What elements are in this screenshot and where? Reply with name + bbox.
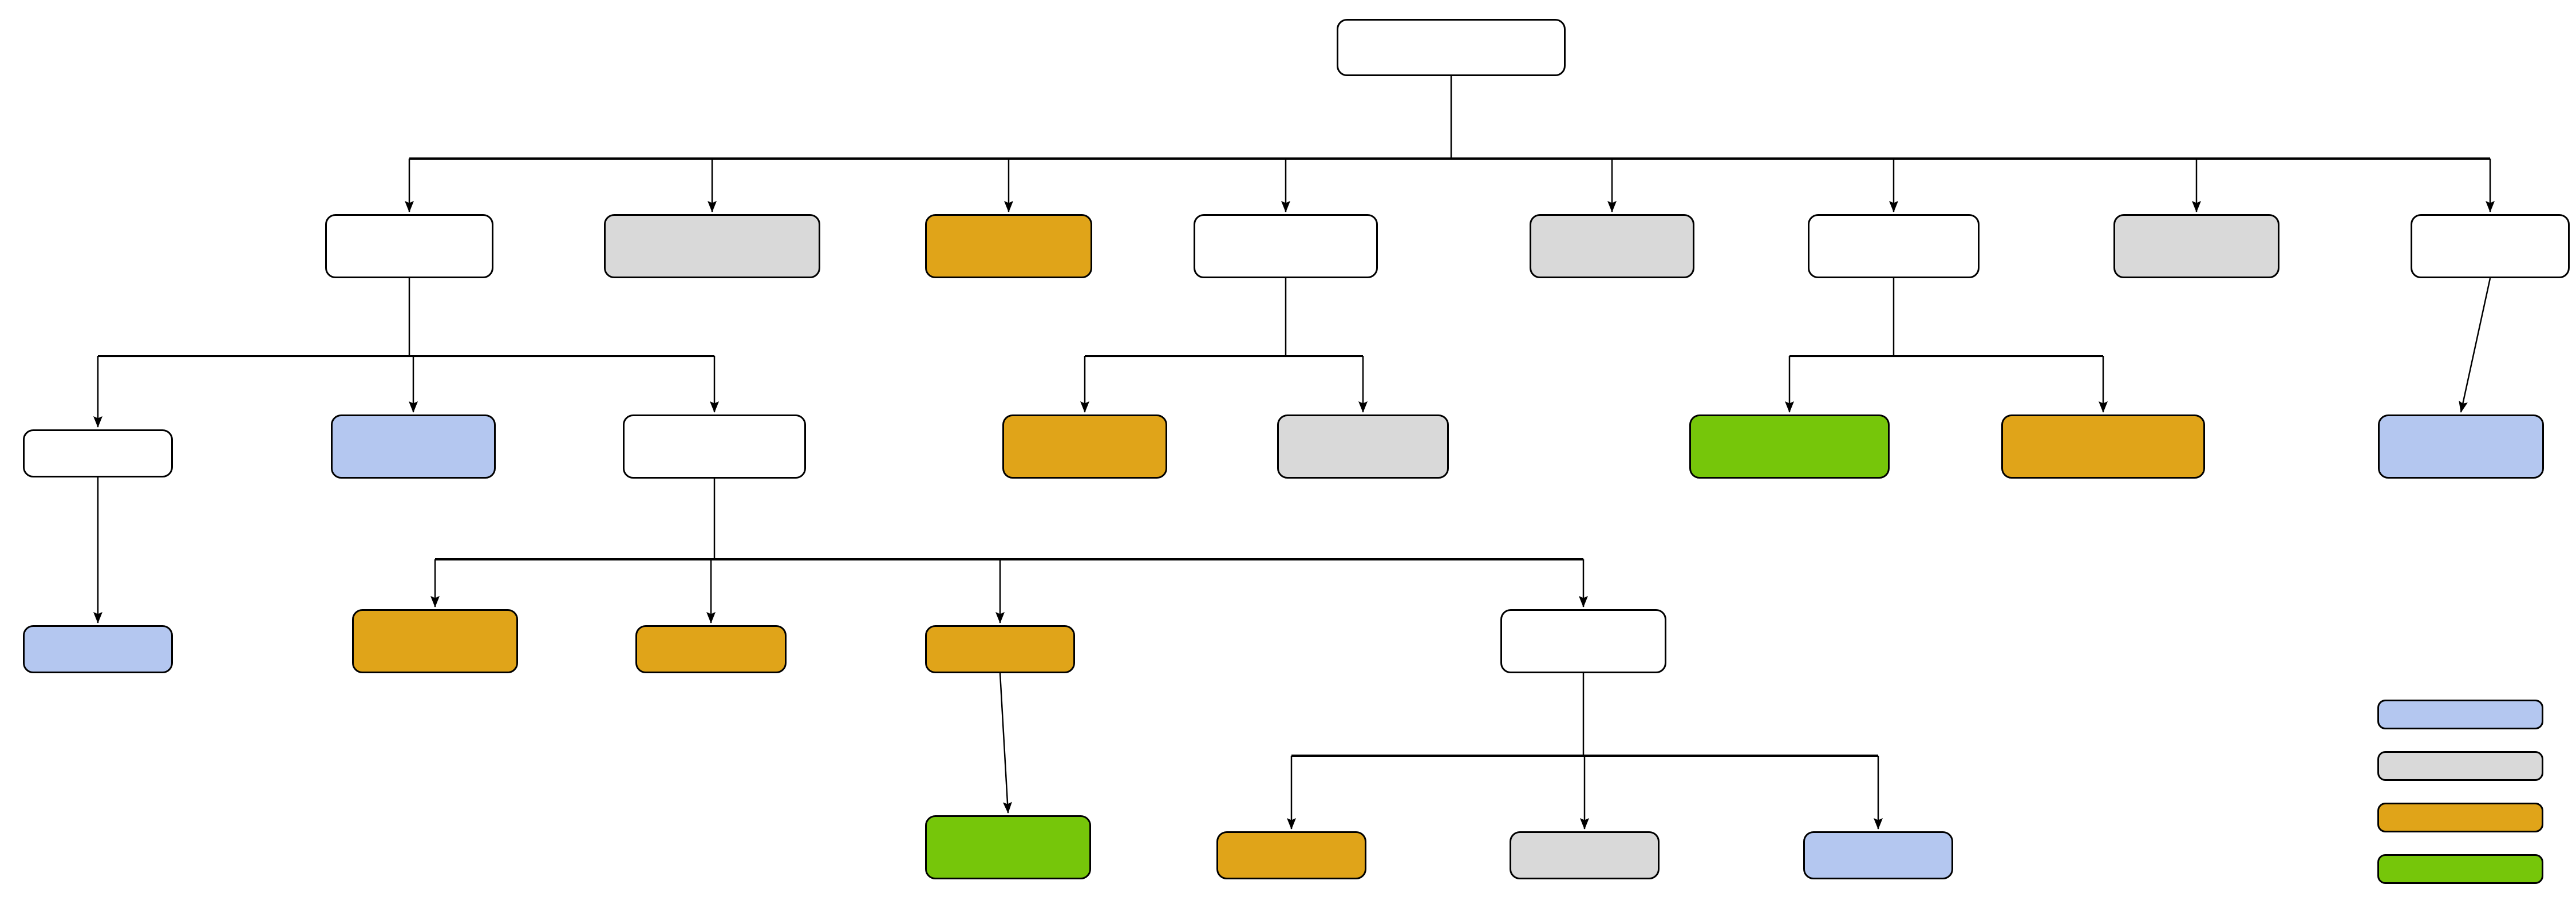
node-approx[interactable] <box>1194 214 1378 278</box>
node-apc[interactable] <box>2378 414 2544 479</box>
node-oppo[interactable] <box>1689 414 1890 479</box>
node-approxpct[interactable] <box>1002 414 1167 479</box>
node-approxcd[interactable] <box>1277 414 1449 479</box>
legend-item-sql-server-2022 <box>2377 803 2543 832</box>
node-apo[interactable] <box>1808 214 1980 278</box>
node-rowmode[interactable] <box>1510 831 1660 879</box>
node-cefeedback[interactable] <box>925 625 1075 673</box>
node-interleaved[interactable] <box>331 414 496 479</box>
node-opf[interactable] <box>925 214 1092 278</box>
node-dopfeedback[interactable] <box>635 625 787 673</box>
node-pspo[interactable] <box>2001 414 2205 479</box>
legend-item-sql-server-2017 <box>2377 700 2543 729</box>
node-bmrs[interactable] <box>2113 214 2279 278</box>
node-sudf[interactable] <box>1530 214 1694 278</box>
legend-item-sql-server-2025 <box>2377 854 2543 884</box>
node-aqp[interactable] <box>325 214 493 278</box>
node-feedbackpers[interactable] <box>352 609 518 673</box>
node-autotune[interactable] <box>2411 214 2570 278</box>
node-tvdc[interactable] <box>604 214 820 278</box>
legend-item-sql-server-2019 <box>2377 751 2543 781</box>
node-batchmode1[interactable] <box>23 625 173 673</box>
node-pctgrant[interactable] <box>1216 831 1366 879</box>
node-adaptivejoins[interactable] <box>23 429 173 477</box>
node-cefeedbackexpr[interactable] <box>925 815 1091 879</box>
node-qpf[interactable] <box>623 414 806 479</box>
node-batchmode2[interactable] <box>1803 831 1953 879</box>
node-memgrant[interactable] <box>1500 609 1666 673</box>
node-root[interactable] <box>1337 19 1566 76</box>
